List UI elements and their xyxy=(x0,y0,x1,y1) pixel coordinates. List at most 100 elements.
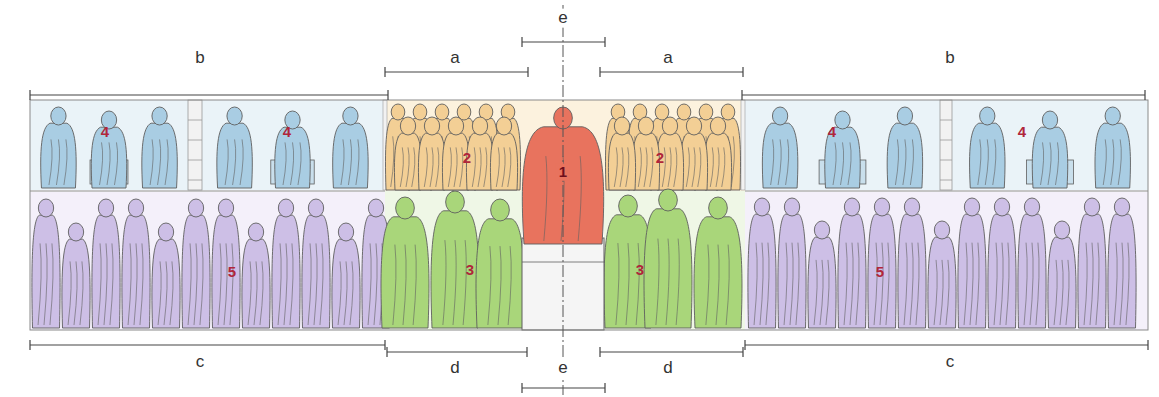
figure-head xyxy=(227,107,242,125)
panel-ground xyxy=(30,100,188,190)
drapery-fold xyxy=(994,243,997,325)
drapery-fold xyxy=(964,243,967,325)
figure-body xyxy=(656,133,683,190)
drapery-fold xyxy=(374,243,377,325)
drapery-fold xyxy=(356,139,359,185)
figure xyxy=(1108,198,1136,328)
figure-body xyxy=(608,133,635,190)
drapery-fold xyxy=(666,239,669,325)
drapery-fold xyxy=(430,147,433,187)
figure-head xyxy=(709,197,728,219)
band-divider xyxy=(30,191,1148,192)
drapery-fold xyxy=(110,243,113,325)
figure-body xyxy=(644,209,692,328)
drapery-fold xyxy=(484,147,487,187)
figure xyxy=(431,191,479,328)
drapery-fold xyxy=(38,243,41,325)
figure-head xyxy=(897,107,912,125)
figure-head xyxy=(446,191,465,213)
drapery-fold xyxy=(716,147,719,187)
drapery-fold xyxy=(544,156,547,241)
drapery-fold xyxy=(985,139,988,185)
figure xyxy=(1018,198,1046,328)
panel-ground xyxy=(952,100,1148,190)
drapery-fold xyxy=(880,243,883,325)
figure-body xyxy=(762,123,797,188)
drapery-fold xyxy=(436,147,439,187)
dimension-label: c xyxy=(946,353,955,372)
drapery-fold xyxy=(620,147,623,187)
drapery-fold xyxy=(403,245,406,325)
figure xyxy=(381,197,429,328)
figure xyxy=(333,107,368,188)
figure-head xyxy=(721,104,735,120)
figure xyxy=(152,223,180,328)
figure-head xyxy=(1024,198,1039,216)
figure-body xyxy=(1048,237,1076,328)
figure-head xyxy=(38,199,53,217)
drapery-fold xyxy=(424,147,427,187)
drapery-fold xyxy=(686,147,689,187)
drapery-fold xyxy=(50,243,53,325)
figure-head xyxy=(904,198,919,216)
drapery-fold xyxy=(820,260,823,325)
figure xyxy=(1048,221,1076,328)
drapery-fold xyxy=(910,139,913,185)
drapery-fold xyxy=(841,142,844,185)
drapery-fold xyxy=(64,139,67,185)
figure-body xyxy=(694,217,742,328)
drapery-fold xyxy=(284,243,287,325)
dimension-line xyxy=(30,340,385,350)
figure-body xyxy=(62,239,90,328)
figure xyxy=(41,107,76,188)
drapery-fold xyxy=(1041,142,1044,185)
dimension-label: e xyxy=(555,9,570,28)
callout-number: 3 xyxy=(466,262,474,279)
figure-body xyxy=(32,215,60,328)
figure xyxy=(808,221,836,328)
dimension-label: a xyxy=(450,49,459,68)
figure-head xyxy=(68,223,83,241)
dimension-label: d xyxy=(450,359,459,378)
drapery-fold xyxy=(784,243,787,325)
drapery-fold xyxy=(165,139,168,185)
pillar xyxy=(940,100,952,190)
drapery-fold xyxy=(80,261,83,325)
drapery-fold xyxy=(578,156,581,241)
drapery-fold xyxy=(970,243,973,325)
drapery-fold xyxy=(150,139,153,185)
figure-head xyxy=(338,223,353,241)
panel-ground xyxy=(745,100,940,190)
figure-head xyxy=(874,198,889,216)
drapery-fold xyxy=(778,139,781,185)
figure-body xyxy=(988,214,1016,328)
figure-head xyxy=(396,197,415,219)
figure-body xyxy=(808,237,836,328)
drapery-fold xyxy=(903,139,906,185)
figure xyxy=(958,198,986,328)
drapery-fold xyxy=(158,139,161,185)
callout-number: 2 xyxy=(463,150,471,167)
drapery-fold xyxy=(850,243,853,325)
figure-head xyxy=(814,221,829,239)
dimension-label: c xyxy=(196,353,205,372)
figure-head xyxy=(614,117,629,135)
drapery-fold xyxy=(1103,139,1106,185)
figure xyxy=(394,117,421,190)
figure xyxy=(608,117,635,190)
drapery-fold xyxy=(498,246,501,325)
drapery-fold xyxy=(726,245,729,325)
pillar xyxy=(741,100,745,190)
figure xyxy=(898,198,926,328)
figure-head xyxy=(391,104,405,120)
drapery-fold xyxy=(406,147,409,187)
figure-body xyxy=(838,214,866,328)
figure-head xyxy=(491,199,510,221)
figure-body xyxy=(1108,214,1136,328)
drapery-fold xyxy=(1096,243,1099,325)
drapery-fold xyxy=(710,147,713,187)
drapery-fold xyxy=(1120,243,1123,325)
figure-head xyxy=(659,189,678,211)
frame xyxy=(30,100,1148,330)
figure-body xyxy=(41,123,76,188)
